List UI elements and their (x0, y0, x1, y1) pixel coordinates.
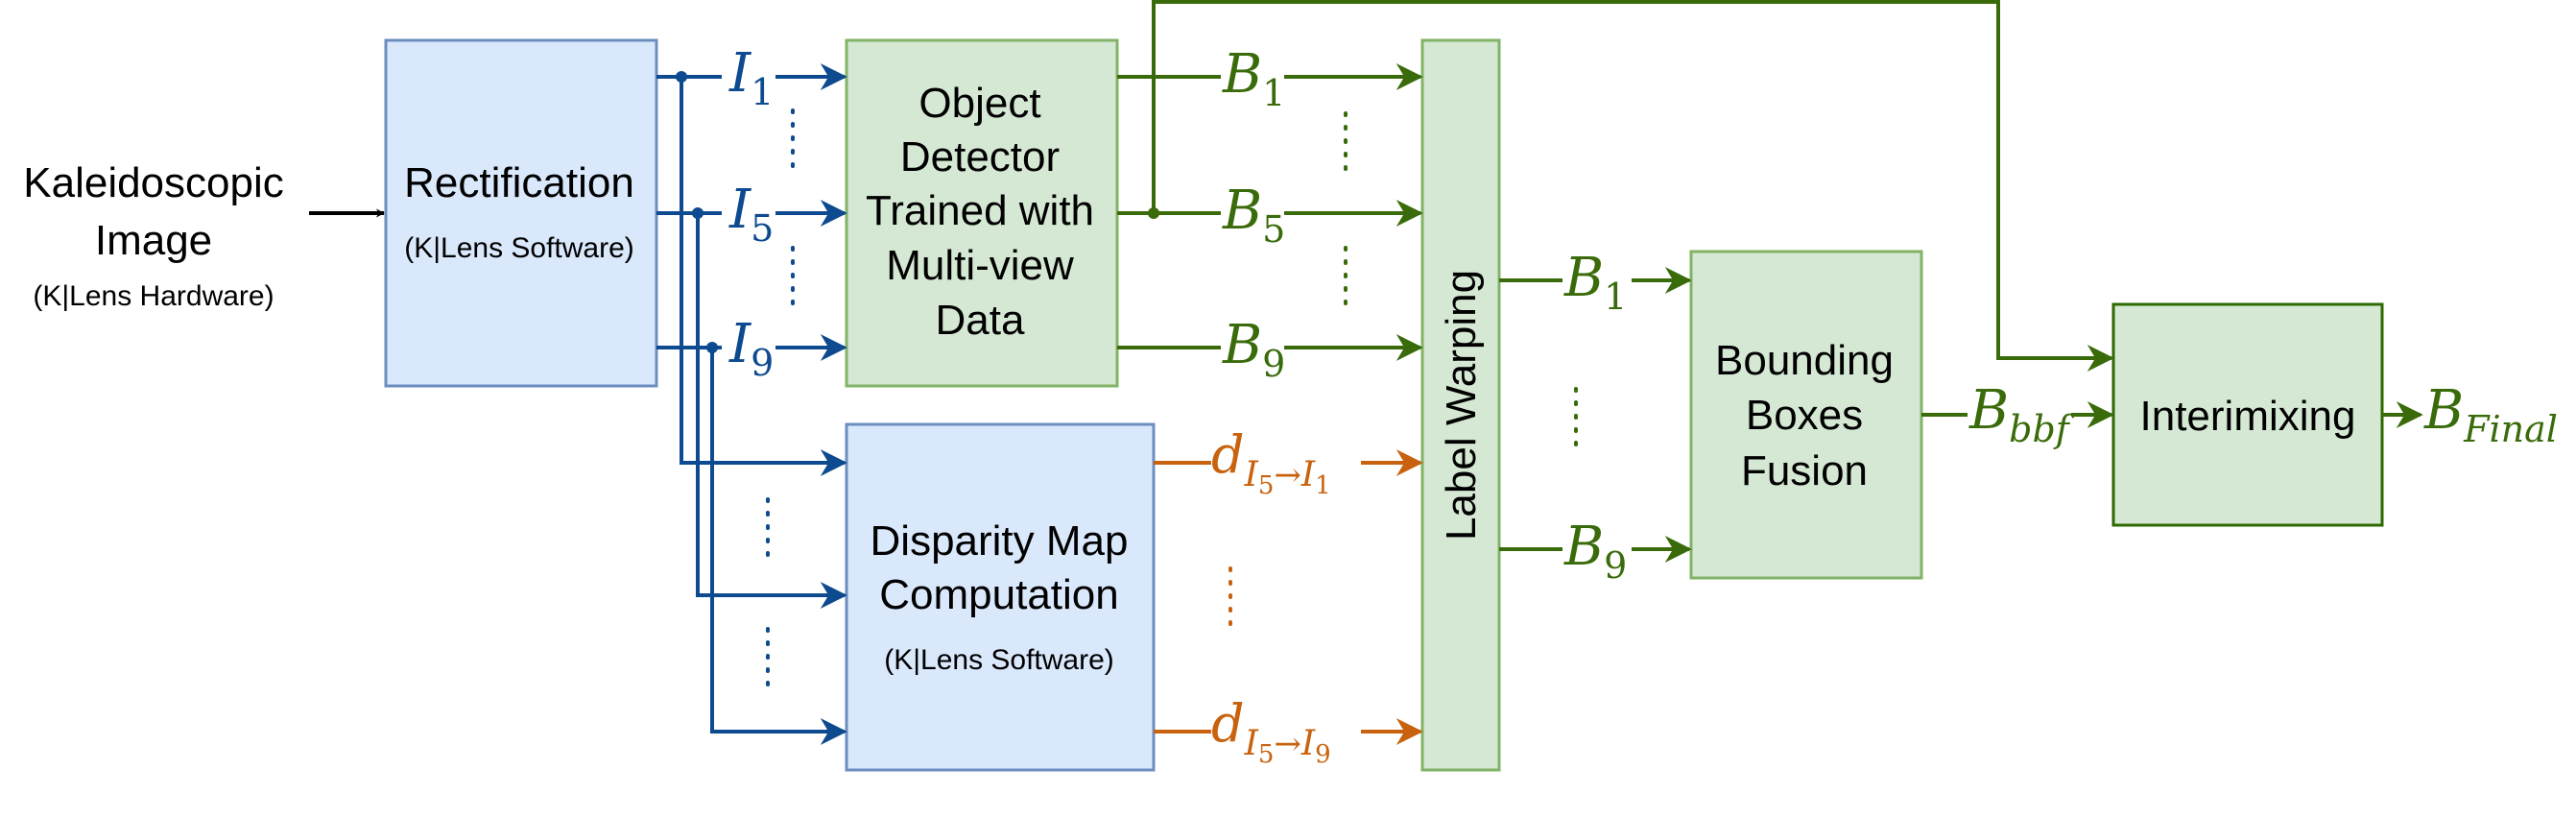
input-title-line1: Kaleidoscopic (23, 159, 284, 206)
green-junction-dot (1148, 207, 1159, 219)
detector-line-1: Object (918, 80, 1040, 127)
label-bbbf: Bbbf (1968, 379, 2075, 450)
fusion-line-2: Boxes (1746, 392, 1863, 439)
disparity-subtitle: (K|Lens Software) (884, 644, 1114, 676)
label-warping-title: Label Warping (1438, 270, 1485, 541)
label-i5: I5 (728, 179, 774, 250)
object-detector-box (845, 38, 1119, 388)
image-labels: I1 I5 I9 (728, 42, 774, 384)
orange-connectors (1154, 449, 1423, 745)
bbox-fusion-box (1689, 250, 1923, 580)
rectification-box (384, 38, 658, 388)
disparity-line-2: Computation (879, 571, 1118, 618)
label-bfinal: BFinal (2423, 379, 2558, 450)
fusion-line-1: Bounding (1715, 337, 1894, 384)
label-d-i5-i1: dI5→I1 (1211, 424, 1331, 500)
disparity-line-1: Disparity Map (871, 517, 1129, 565)
intermixing-title: Interimixing (2140, 393, 2356, 440)
label-b9: B9 (1222, 314, 1285, 385)
input-subtitle: (K|Lens Hardware) (33, 280, 274, 312)
rectification-subtitle: (K|Lens Software) (404, 232, 634, 264)
green-ellipsis (1344, 111, 1578, 458)
label-b9-out: B9 (1563, 516, 1627, 587)
disparity-labels: dI5→I1 dI5→I9 (1211, 424, 1331, 769)
label-i9: I9 (728, 313, 774, 384)
intermixing-box (2111, 302, 2384, 527)
label-warping-box (1420, 38, 1501, 772)
label-i1: I1 (728, 42, 774, 113)
label-b1: B1 (1222, 43, 1285, 114)
detector-line-4: Multi-view (886, 242, 1074, 289)
blue-ellipsis (766, 108, 795, 698)
detector-line-5: Data (936, 297, 1025, 344)
label-b5: B5 (1222, 180, 1285, 251)
blue-connectors (656, 63, 847, 745)
detector-line-2: Detector (900, 133, 1060, 180)
box-labels: B1 B5 B9 B1 B9 Bbbf BFinal (1222, 43, 2558, 587)
rectification-title: Rectification (404, 159, 634, 206)
fusion-line-3: Fusion (1741, 447, 1868, 494)
blue-junction-dots (676, 71, 718, 353)
label-b1-out: B1 (1563, 247, 1627, 318)
input-title-line2: Image (95, 217, 212, 264)
green-connectors (1117, 0, 2423, 563)
detector-line-3: Trained with (866, 187, 1094, 234)
disparity-map-box (845, 422, 1156, 772)
label-d-i5-i9: dI5→I9 (1211, 693, 1331, 769)
